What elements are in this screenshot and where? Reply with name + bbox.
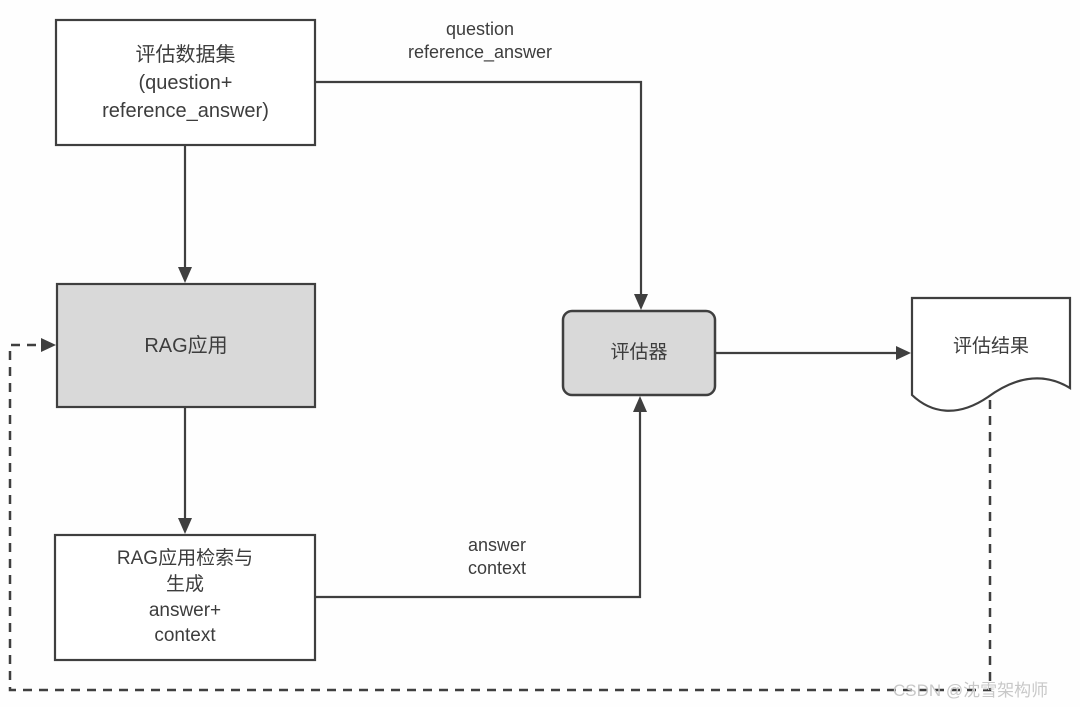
node-evaluator-label: 评估器	[610, 341, 668, 363]
edge-retrieval-to-evaluator	[315, 411, 642, 599]
node-result-document	[910, 296, 1072, 412]
node-rag-app-label: RAG应用	[144, 334, 228, 357]
arrowhead-into-rag-app-left	[41, 338, 56, 352]
edge-dataset-to-evaluator	[315, 80, 643, 295]
edge-label-answer-context: answer context	[467, 535, 527, 579]
node-rag-app-box	[55, 282, 317, 409]
edge-result-feedback-to-rag-app	[8, 343, 992, 692]
arrowhead-into-rag-app-top	[178, 267, 192, 283]
edge-label-question-reference: question reference_answer	[407, 19, 553, 63]
node-dataset-box	[54, 18, 317, 147]
node-evaluator-box	[561, 309, 717, 397]
arrowhead-into-evaluator-bottom	[633, 396, 647, 412]
node-dataset-label: 评估数据集 (question+ reference_answer)	[102, 43, 269, 122]
arrowhead-into-retrieval-top	[178, 518, 192, 534]
node-rag-retrieval-label: RAG应用检索与 生成 answer+ context	[116, 548, 254, 647]
arrowhead-into-evaluator-top	[634, 294, 648, 310]
node-result-label: 评估结果	[952, 335, 1029, 357]
arrowhead-into-result-left	[896, 346, 911, 360]
csdn-watermark: CSDN @沈雪架构师	[893, 681, 1049, 700]
node-rag-retrieval-box	[53, 533, 317, 662]
